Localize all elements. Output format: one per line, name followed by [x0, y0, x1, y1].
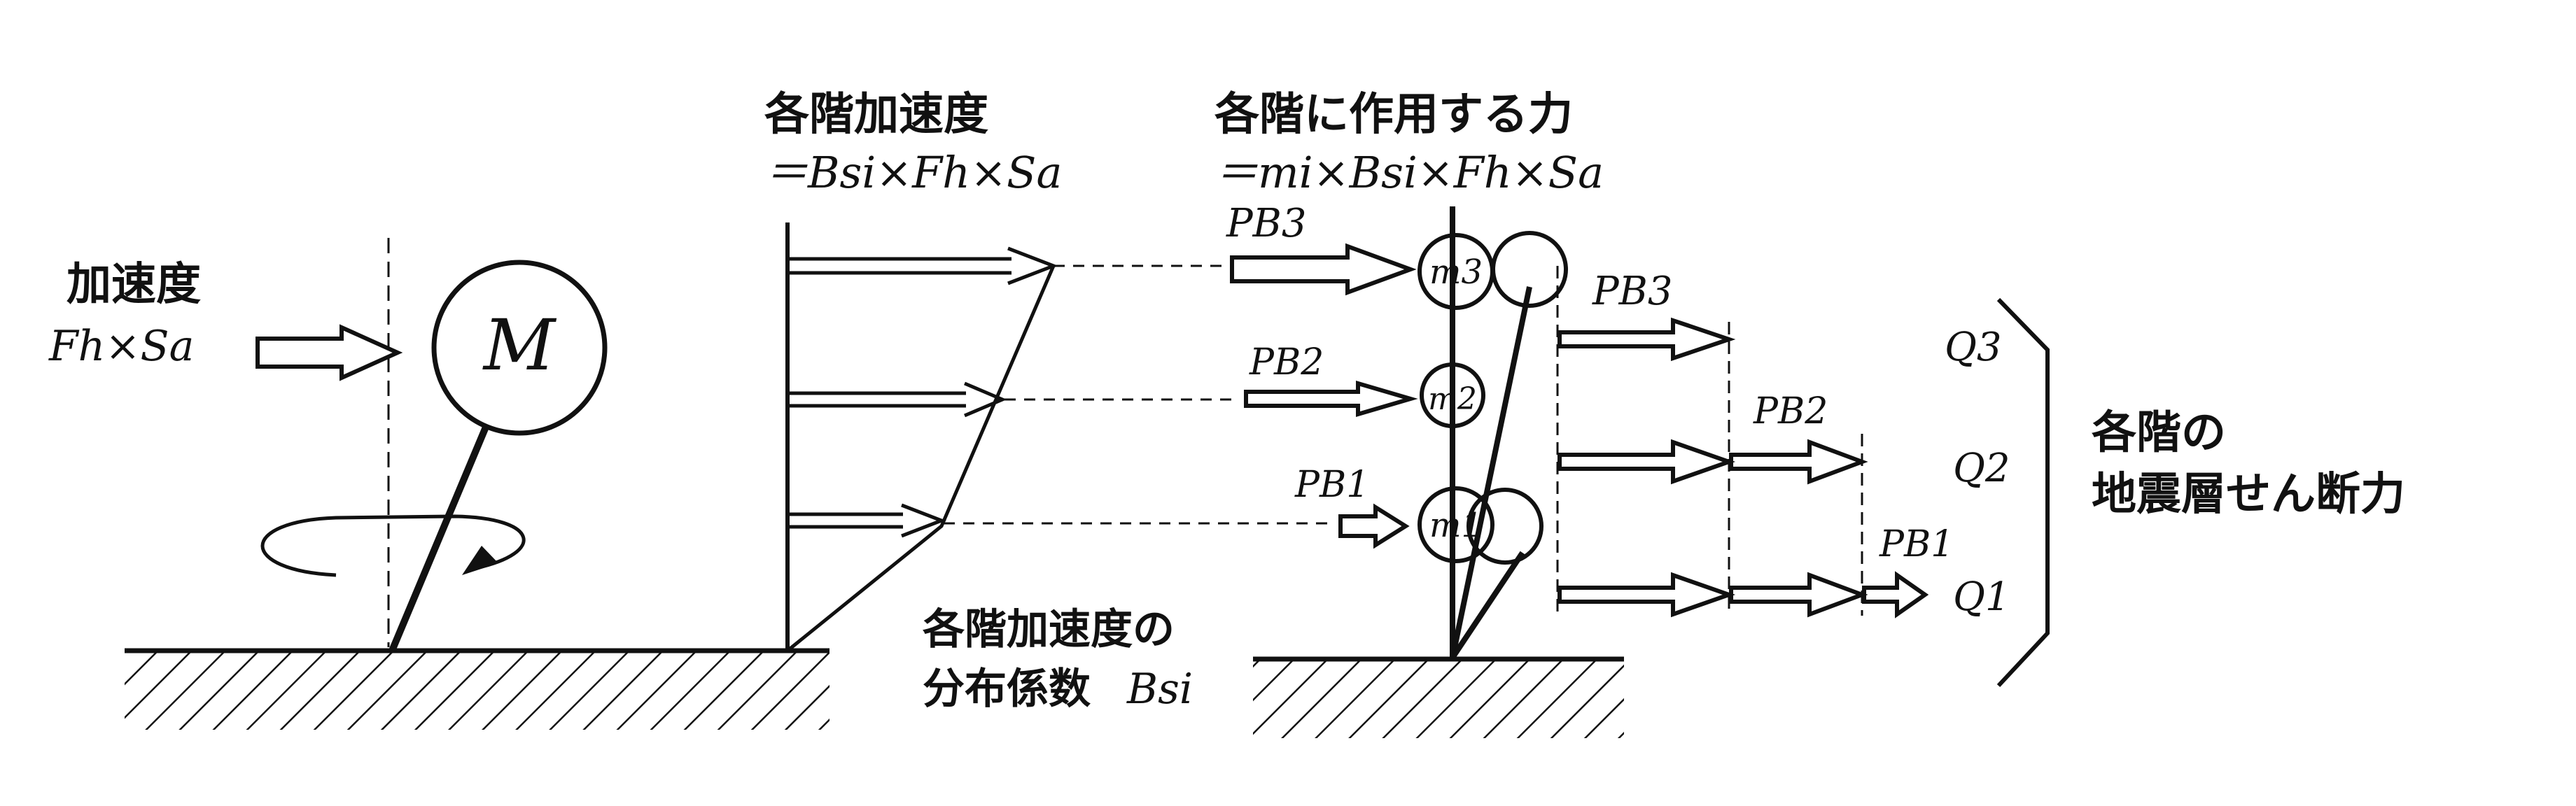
shear-label-q3: Q3	[1945, 325, 2002, 370]
floor-accel-arrow-1	[788, 503, 946, 538]
shear-label-q1: Q1	[1953, 574, 2010, 620]
force-in-label-3: PB3	[1226, 201, 1306, 246]
force-in-arrow-3	[1230, 243, 1417, 296]
rotation-arrow	[260, 514, 526, 577]
right-ground-hatch	[1253, 661, 1624, 738]
right-formula: ＝mi×Bsi×Fh×Sa	[1214, 147, 1604, 198]
dist-symbol: Bsi	[1126, 665, 1193, 714]
force-in-arrow-2	[1244, 380, 1418, 418]
mass-m3-label: m3	[1429, 253, 1483, 292]
right-slanted-member-lower	[1450, 551, 1525, 660]
force-out-label-2: PB2	[1753, 390, 1828, 432]
force-out-label-3: PB3	[1592, 269, 1672, 314]
force-out-arrow-3-top	[1558, 317, 1736, 362]
force-out-arrow-1-bot	[1862, 571, 1929, 618]
mass-m2-label: m2	[1428, 381, 1477, 417]
shear-label-line1: 各階の	[2092, 407, 2226, 459]
shear-label-line2: 地震層せん断力	[2092, 469, 2405, 521]
mass-circle	[431, 260, 608, 436]
force-in-arrow-1	[1338, 503, 1410, 549]
mass-label: M	[482, 304, 557, 386]
accel-envelope	[786, 265, 1056, 652]
floor-accel-arrow-3	[788, 246, 1058, 285]
mass-m3-side-circle	[1491, 231, 1568, 308]
middle-title: 各階加速度	[764, 89, 988, 141]
force-out-label-1: PB1	[1879, 523, 1954, 565]
pendulum-stick	[388, 424, 490, 652]
mass-m1-circle	[1418, 486, 1494, 563]
right-slanted-member	[1450, 286, 1532, 658]
shear-label-q2: Q2	[1953, 446, 2010, 491]
mass-m1-side-circle	[1466, 488, 1544, 565]
floor-accel-arrow-2	[788, 381, 1007, 418]
force-out-arrow-2-bot	[1729, 572, 1868, 618]
force-in-label-1: PB1	[1294, 464, 1369, 506]
mass-m1-label: m1	[1429, 506, 1483, 545]
dist-label-line1: 各階加速度の	[923, 605, 1175, 654]
mass-m2-circle	[1420, 362, 1485, 428]
right-panel: 各階に作用する力 ＝mi×Bsi×Fh×Sa m3 m2 m1 PB3 PB2 …	[1214, 89, 2405, 738]
accel-label: 加速度	[66, 259, 201, 311]
rotation-arrow-head	[462, 546, 498, 575]
force-out-arrow-3-bot	[1558, 572, 1736, 618]
dist-label-line2: 分布係数	[923, 665, 1091, 714]
force-out-arrow-3-mid	[1558, 439, 1736, 485]
force-out-arrow-2-mid	[1729, 439, 1868, 485]
accel-arrow	[255, 324, 403, 381]
middle-formula: ＝Bsi×Fh×Sa	[764, 147, 1063, 198]
middle-panel: 各階加速度 ＝Bsi×Fh×Sa 各階加速度の 分布係数 Bsi	[764, 89, 1334, 714]
left-ground-hatch	[125, 653, 830, 730]
accel-formula: Fh×Sa	[48, 322, 194, 371]
shear-bracket	[1996, 297, 2050, 688]
force-in-label-2: PB2	[1249, 341, 1324, 383]
right-title: 各階に作用する力	[1214, 89, 1573, 141]
left-panel: 加速度 Fh×Sa M	[48, 238, 830, 730]
